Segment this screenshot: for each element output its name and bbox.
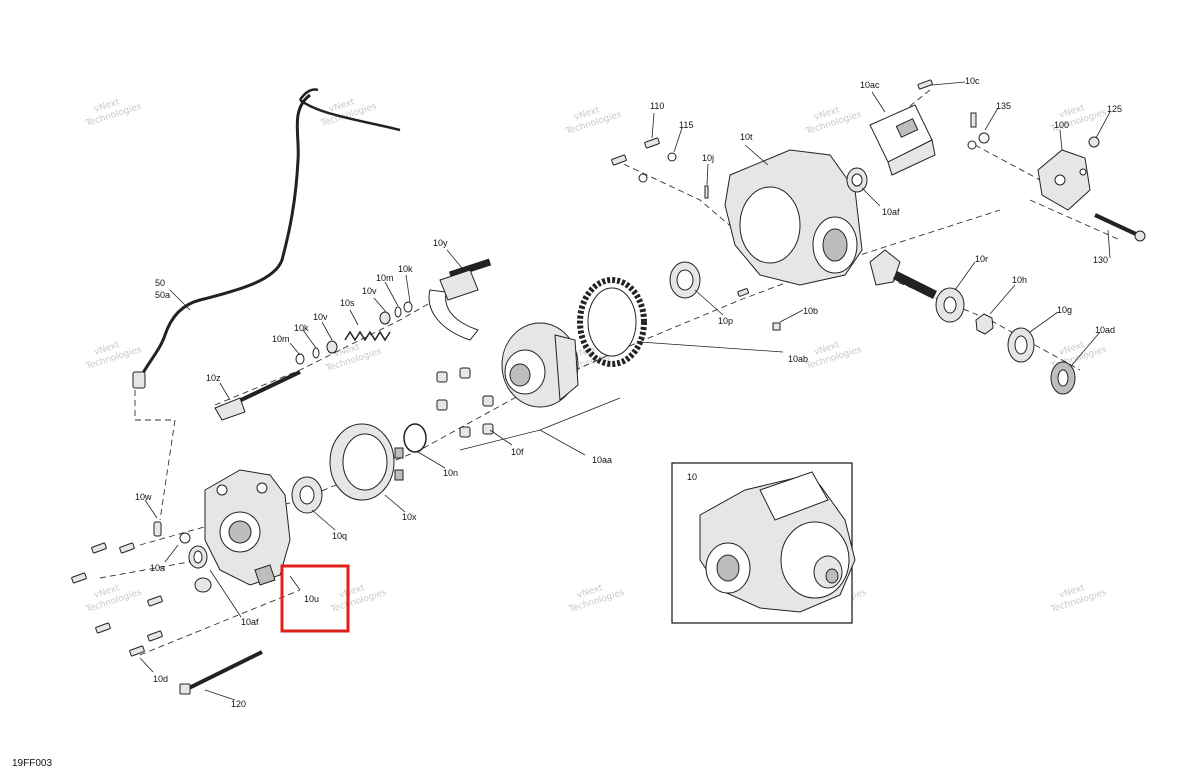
callout-10k-left[interactable]: 10k [294, 323, 309, 333]
mid-bolts[interactable] [436, 367, 494, 438]
assembled-inset[interactable]: 10 [671, 462, 856, 624]
mounting-bracket[interactable] [1037, 149, 1091, 211]
callout-135[interactable]: 135 [996, 101, 1011, 111]
watermark: vNext Technologies [329, 583, 388, 615]
harness-connector[interactable] [132, 371, 146, 389]
main-housing[interactable] [724, 149, 863, 286]
watermark: vNext Technologies [84, 97, 143, 129]
callout-110[interactable]: 110 [650, 101, 664, 111]
highlighted-callout[interactable]: 10u [280, 564, 350, 633]
wiring-harness[interactable] [138, 93, 311, 379]
long-bolt-head[interactable] [179, 683, 191, 695]
clutch-sleeve[interactable] [329, 423, 404, 501]
callout-10c[interactable]: 10c [965, 76, 980, 86]
callout-10aa[interactable]: 10aa [592, 455, 612, 465]
housing-bolts[interactable] [71, 542, 163, 657]
callout-10s[interactable]: 10s [340, 298, 355, 308]
callout-125[interactable]: 125 [1107, 104, 1122, 114]
assembled-transmission [699, 471, 856, 613]
circlip-2[interactable] [403, 301, 413, 313]
callout-10y[interactable]: 10y [433, 238, 448, 248]
bolt-axis-line [139, 589, 301, 656]
callout-10r[interactable]: 10r [975, 254, 988, 264]
callout-10n[interactable]: 10n [443, 468, 458, 478]
callout-10d[interactable]: 10d [153, 674, 168, 684]
pinion-shaft[interactable] [869, 249, 965, 323]
callout-10ac[interactable]: 10ac [860, 80, 880, 90]
wiring-harness-branch[interactable] [298, 88, 401, 132]
callout-10g[interactable]: 10g [1057, 305, 1072, 315]
inset-label: 10 [687, 472, 697, 482]
pin-10w[interactable] [153, 521, 162, 537]
differential-assembly[interactable] [501, 322, 579, 408]
nut-125[interactable] [1088, 136, 1100, 148]
callout-10w[interactable]: 10w [135, 492, 152, 502]
bracket-bolt[interactable] [1094, 213, 1139, 237]
watermark: vNext Technologies [1049, 583, 1108, 615]
callout-50[interactable]: 50 [155, 278, 165, 288]
actuator-motor[interactable] [869, 104, 936, 176]
shift-spring[interactable] [344, 330, 391, 342]
bushing[interactable] [326, 340, 338, 354]
pinion-nut[interactable] [975, 313, 994, 335]
circlip[interactable] [295, 353, 305, 365]
watermark: vNext Technologies [84, 583, 143, 615]
bracket-axis-line [974, 144, 1121, 241]
harness-axis-line [134, 390, 176, 521]
callout-10a[interactable]: 10a [150, 563, 165, 573]
washer[interactable] [312, 347, 320, 359]
callout-10ab[interactable]: 10ab [788, 354, 808, 364]
bolt-axis-line-2 [99, 559, 201, 579]
highlight-box [280, 564, 350, 633]
long-bolt[interactable] [184, 650, 263, 692]
watermark: vNext Technologies [804, 340, 863, 372]
callout-100[interactable]: 100 [1054, 120, 1069, 130]
callout-10m-left[interactable]: 10m [272, 334, 290, 344]
ring-gear[interactable] [577, 277, 647, 367]
watermark: vNext Technologies [804, 105, 863, 137]
callout-10v-left[interactable]: 10v [313, 312, 328, 322]
spacer-bushing[interactable] [194, 577, 212, 593]
callout-10h[interactable]: 10h [1012, 275, 1027, 285]
callout-labels: 50 50a 10w 10a 10af 10d 120 10z 10m 10k … [135, 76, 1122, 709]
shift-fork[interactable] [428, 258, 492, 341]
watermark: vNext Technologies [84, 340, 143, 372]
top-hardware[interactable] [611, 79, 990, 331]
callout-120[interactable]: 120 [231, 699, 246, 709]
highlight-leader [289, 575, 301, 591]
callout-10m-right[interactable]: 10m [376, 273, 394, 283]
callout-10p[interactable]: 10p [718, 316, 733, 326]
callout-10v-right[interactable]: 10v [362, 286, 377, 296]
callout-10u[interactable]: 10u [304, 594, 319, 604]
callout-10z[interactable]: 10z [206, 373, 221, 383]
bushing-2[interactable] [379, 311, 391, 325]
washer-2[interactable] [394, 306, 402, 318]
top-bolt-axis-line [614, 159, 736, 231]
callout-10j[interactable]: 10j [702, 153, 714, 163]
callout-50a[interactable]: 50a [155, 290, 170, 300]
callout-10q[interactable]: 10q [332, 531, 347, 541]
callout-10k-right[interactable]: 10k [398, 264, 413, 274]
dowel-pin[interactable] [179, 532, 191, 544]
callout-115[interactable]: 115 [679, 120, 693, 130]
leader-lines [139, 81, 1111, 701]
watermark: vNext Technologies [567, 583, 626, 615]
left-housing-cover[interactable] [204, 469, 291, 586]
callout-10af-right[interactable]: 10af [882, 207, 900, 217]
parts [71, 79, 1146, 695]
figure-code: 19FF003 [12, 758, 52, 769]
o-ring[interactable] [403, 423, 427, 453]
callout-130[interactable]: 130 [1093, 255, 1108, 265]
watermark: vNext Technologies [564, 105, 623, 137]
callout-10f[interactable]: 10f [511, 447, 524, 457]
callout-10t[interactable]: 10t [740, 132, 753, 142]
callout-10ad[interactable]: 10ad [1095, 325, 1115, 335]
callout-10x[interactable]: 10x [402, 512, 417, 522]
callout-10af-left[interactable]: 10af [241, 617, 259, 627]
callout-10b[interactable]: 10b [803, 306, 818, 316]
